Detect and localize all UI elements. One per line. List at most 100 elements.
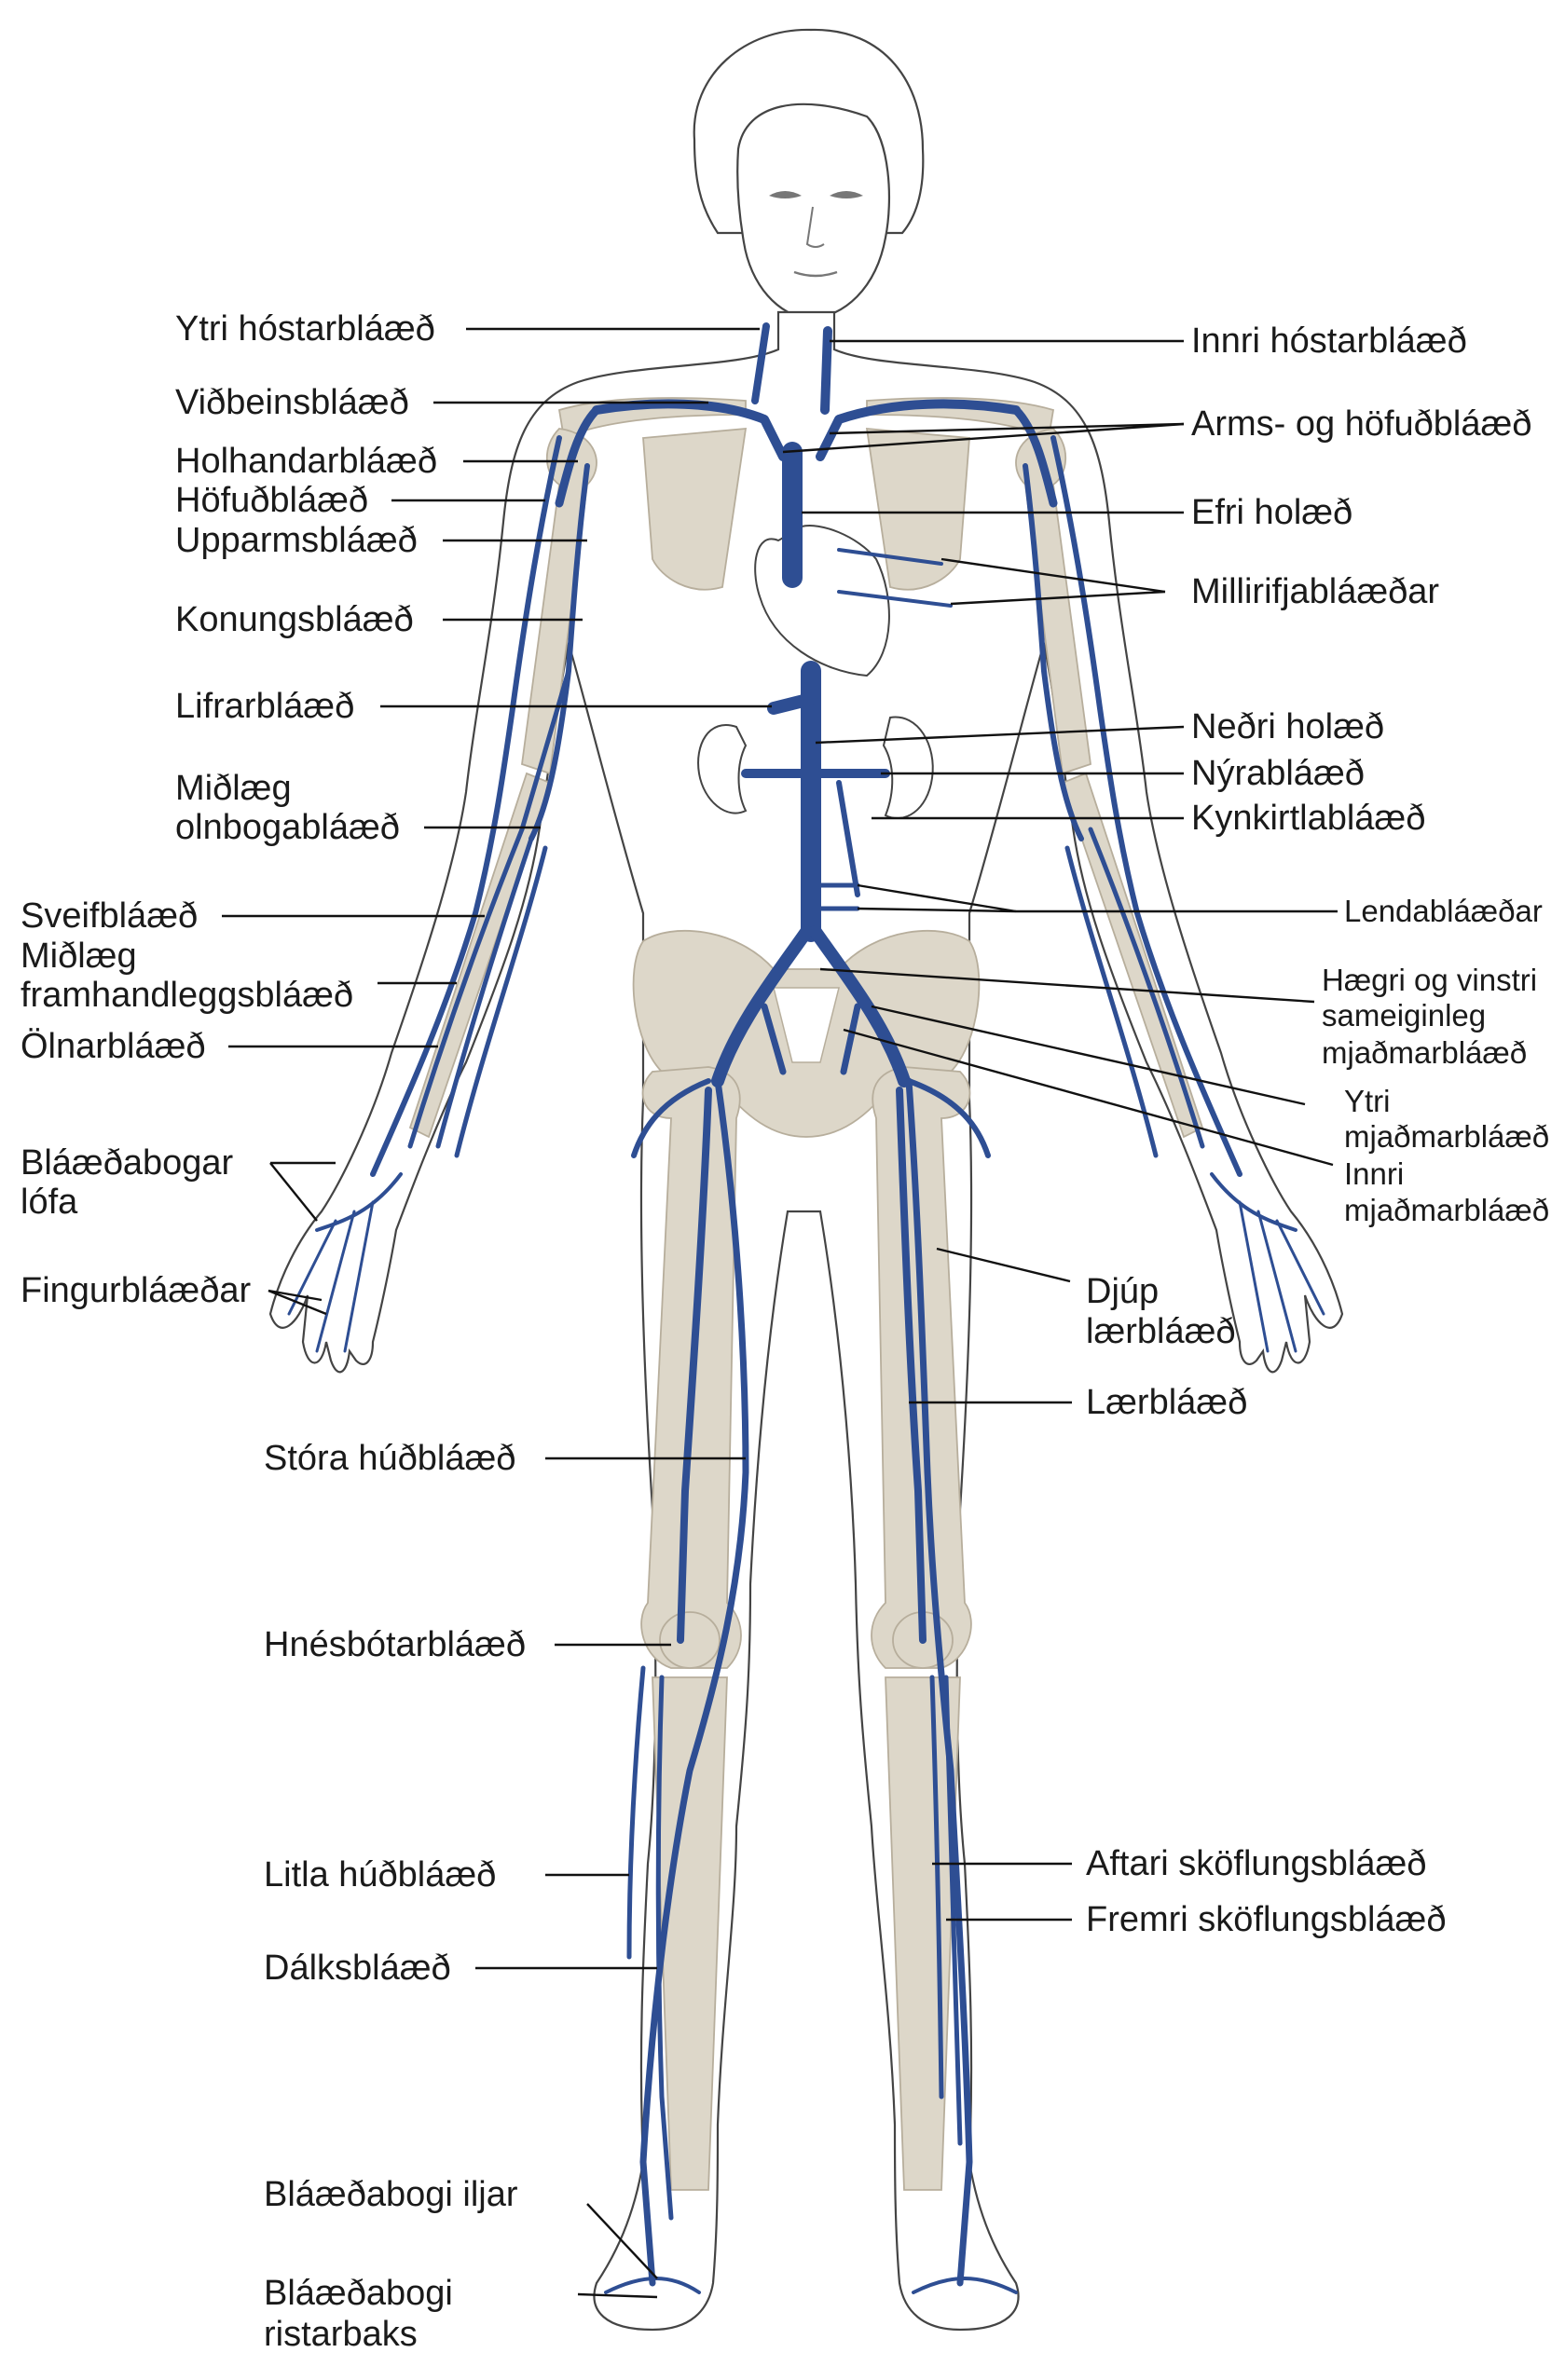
sacrum xyxy=(773,987,840,1063)
label-hnesbotarblaed: Hnésbótarbláæð xyxy=(264,1625,526,1664)
vein-median-cubital-left xyxy=(519,668,571,832)
leader-haegri-vinstri xyxy=(819,967,1315,1004)
leader-innri-mjadmar xyxy=(843,1028,1334,1167)
leader-ytri-mjadmar xyxy=(871,1005,1306,1106)
label-upparmsblaed: Upparmsbláæð xyxy=(175,521,418,560)
leader-blaedabogar-lofa-2 xyxy=(269,1162,318,1222)
label-blaedabogar-lofa-line1: Bláæðabogar xyxy=(21,1143,234,1183)
vein-internal-iliac-left xyxy=(761,1003,787,1075)
vein-digital-left-2 xyxy=(315,1210,356,1353)
label-hofudblaed: Höfuðbláæð xyxy=(175,481,368,520)
label-innri-hostarblaed: Innri hóstarbláæð xyxy=(1191,321,1467,361)
vein-median-antebrachial-left xyxy=(435,836,534,1149)
vein-ulnar-left xyxy=(454,845,548,1158)
label-fremri-skoflungs: Fremri sköflungsbláæð xyxy=(1086,1900,1446,1939)
label-blaedabogi-ristarbaks-line2: ristarbaks xyxy=(264,2315,418,2354)
vein-radial-right xyxy=(1088,827,1205,1149)
label-fingurblaedar: Fingurbláæðar xyxy=(21,1271,251,1310)
label-innri-mjadmar-line2: mjaðmarbláæð xyxy=(1344,1193,1549,1227)
label-konungsblaed: Konungsbláæð xyxy=(175,600,414,639)
label-blaedabogar-lofa-line2: lófa xyxy=(21,1183,78,1222)
left-patella xyxy=(659,1611,721,1669)
left-eye xyxy=(769,191,802,198)
vein-femoral-left xyxy=(677,1087,712,1644)
leader-blaedabogi-ristarbaks xyxy=(577,2292,658,2299)
leader-millirifjablaedar-1 xyxy=(940,557,1166,594)
leader-arms-hofudblaed-2 xyxy=(829,422,1185,435)
vein-axillary-right xyxy=(1011,405,1058,508)
vein-hepatic xyxy=(767,692,817,715)
vein-fibular-left xyxy=(655,1675,674,2221)
vein-digital-right-1 xyxy=(1275,1219,1325,1316)
label-olnarblaed: Ölnarbláæð xyxy=(21,1027,206,1066)
label-efri-holaed: Efri holæð xyxy=(1191,493,1352,532)
left-tibia xyxy=(652,1676,728,2191)
vein-digital-left-3 xyxy=(343,1200,375,1353)
label-litla-hudblaed: Litla húðbláæð xyxy=(264,1855,496,1894)
label-lifrarblaed: Lifrarbláæð xyxy=(175,687,354,726)
right-forearm-bones xyxy=(1061,772,1204,1139)
nose xyxy=(805,206,825,248)
vein-intercostal-1 xyxy=(837,548,943,566)
label-laerblaed: Lærbláæð xyxy=(1086,1383,1247,1422)
vein-anterior-tibial-right xyxy=(943,1675,963,2146)
mouth xyxy=(793,270,838,278)
venous-network xyxy=(287,322,1325,2294)
leader-djup-laerblaed xyxy=(936,1247,1071,1283)
leader-arms-hofudblaed-1 xyxy=(782,422,1185,454)
label-aftari-skoflungs: Aftari sköflungsbláæð xyxy=(1086,1844,1426,1883)
label-midlaeg-framhand-line2: framhandleggsbláæð xyxy=(21,976,353,1015)
skeleton xyxy=(408,397,1204,2191)
right-eye xyxy=(830,191,863,198)
label-ytri-mjadmar-line1: Ytri xyxy=(1344,1084,1391,1118)
right-humerus xyxy=(1015,428,1091,775)
label-arms-hofudblaed: Arms- og höfuðbláæð xyxy=(1191,404,1531,444)
left-forearm-bones xyxy=(408,772,552,1139)
leader-fingurblaedar-2 xyxy=(268,1289,327,1316)
vein-common-iliac-left xyxy=(711,925,813,1087)
vein-cephalic-left xyxy=(370,435,562,1177)
vein-dorsal-arch-right xyxy=(912,2277,1018,2294)
vein-cephalic-right xyxy=(1050,435,1242,1177)
label-ytri-mjadmar-line2: mjaðmarbláæð xyxy=(1344,1119,1549,1154)
vein-internal-jugular xyxy=(820,326,832,415)
vein-gonadal xyxy=(836,780,860,897)
vein-great-saphenous-right xyxy=(905,1077,973,2287)
vein-external-jugular xyxy=(751,322,770,404)
label-kynkirtlablaed: Kynkirtlabláæð xyxy=(1191,799,1425,838)
vein-posterior-tibial-right xyxy=(929,1675,944,2100)
left-kidney xyxy=(697,724,748,814)
vein-subclavian-right xyxy=(816,399,1021,461)
leader-millirifjablaedar-2 xyxy=(950,590,1166,606)
label-dalksblaed: Dálksbláæð xyxy=(264,1949,451,1988)
leader-lendablaedar-2 xyxy=(857,907,1017,913)
label-midlaeg-framhand-line1: Miðlæg xyxy=(21,937,137,976)
label-millirifjablaedar: Millirifjabláæðar xyxy=(1191,572,1439,611)
label-haegri-vinstri-line1: Hægri og vinstri xyxy=(1322,963,1537,997)
labels: Ytri hóstarbláæð Viðbeinsbláæð Holhandar… xyxy=(21,309,1549,2354)
label-djup-laerblaed-line1: Djúp xyxy=(1086,1272,1159,1311)
label-djup-laerblaed-line2: lærbláæð xyxy=(1086,1312,1236,1351)
label-stora-hudblaed: Stóra húðbláæð xyxy=(264,1439,515,1478)
vein-digital-left-1 xyxy=(287,1219,337,1316)
label-lendablaedar: Lendabláæðar xyxy=(1344,894,1543,928)
label-ytri-hostarblaed: Ytri hóstarbláæð xyxy=(175,309,435,349)
label-innri-mjadmar-line1: Innri xyxy=(1344,1156,1404,1191)
label-haegri-vinstri-line2: sameiginleg xyxy=(1322,998,1486,1033)
vein-digital-right-3 xyxy=(1238,1200,1270,1353)
left-scapula xyxy=(642,428,748,591)
face xyxy=(736,103,891,321)
vein-basilic-right xyxy=(1023,463,1084,841)
label-blaedabogi-iljar: Bláæðabogi iljar xyxy=(264,2175,518,2214)
label-blaedabogi-ristarbaks-line1: Bláæðabogi xyxy=(264,2274,453,2313)
leader-nedri-holaed xyxy=(815,725,1185,745)
leader-blaedabogi-iljar xyxy=(586,2203,658,2279)
label-haegri-vinstri-line3: mjaðmarbláæð xyxy=(1322,1035,1527,1070)
right-kidney xyxy=(882,716,934,820)
label-midlaeg-olnboga-line2: olnbogabláæð xyxy=(175,808,400,847)
leader-fingurblaedar-1 xyxy=(268,1289,323,1302)
label-holhandarblaed: Holhandarbláæð xyxy=(175,442,437,481)
vein-digital-right-2 xyxy=(1256,1210,1297,1353)
